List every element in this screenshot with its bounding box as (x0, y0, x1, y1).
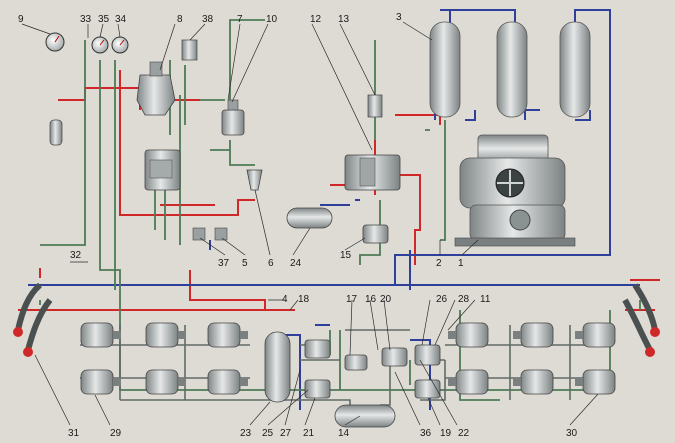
callout-13: 13 (338, 14, 350, 25)
callout-34: 34 (115, 14, 127, 25)
callout-1: 1 (458, 258, 464, 269)
callout-2: 2 (436, 258, 442, 269)
callout-numbers: 9 33 35 34 8 38 7 10 12 13 3 2 1 24 6 5 … (18, 12, 578, 439)
small-reservoir (49, 119, 63, 146)
valve-10 (221, 109, 245, 136)
air-tanks-3 (429, 21, 591, 118)
coupling-head-red-left-2 (23, 347, 33, 357)
callout-38: 38 (202, 14, 214, 25)
callout-14: 14 (338, 428, 350, 439)
callout-31: 31 (68, 428, 80, 439)
callout-32: 32 (70, 250, 82, 261)
receiver-24 (286, 207, 333, 229)
coupling-head-red-left (13, 327, 23, 337)
callout-8: 8 (177, 14, 183, 25)
brake-chambers (80, 322, 616, 395)
chamber-right-2 (513, 322, 554, 348)
receiver-14 (334, 404, 396, 428)
callout-3: 3 (396, 12, 402, 23)
chamber-left-3 (207, 322, 248, 348)
chamber-left-6 (207, 369, 248, 395)
callout-26: 26 (436, 294, 448, 305)
callout-20: 20 (380, 294, 392, 305)
chamber-left-5 (145, 369, 186, 395)
callout-9: 9 (18, 14, 24, 25)
chamber-left-1 (80, 322, 121, 348)
tank-23 (264, 331, 291, 403)
brake-valve-8 (136, 74, 176, 116)
air-tank-3 (559, 21, 591, 118)
valve-28 (414, 344, 441, 366)
callout-29: 29 (110, 428, 122, 439)
callout-28: 28 (458, 294, 470, 305)
chamber-left-4 (80, 369, 121, 395)
callout-24: 24 (290, 258, 302, 269)
compressor-unit (454, 134, 576, 247)
chamber-right-1 (448, 322, 489, 348)
callout-22: 22 (458, 428, 470, 439)
chamber-left-2 (145, 322, 186, 348)
callout-37: 37 (218, 258, 230, 269)
valve-38 (181, 39, 198, 61)
callout-7: 7 (237, 14, 243, 25)
air-tank-2 (496, 21, 528, 118)
callout-19: 19 (440, 428, 452, 439)
valve-5 (214, 227, 228, 241)
chamber-right-4 (448, 369, 489, 395)
air-tank-1 (429, 21, 461, 118)
chamber-right-3 (575, 322, 616, 348)
callout-23: 23 (240, 428, 252, 439)
valve-21 (304, 379, 331, 399)
callout-21: 21 (303, 428, 315, 439)
callout-11: 11 (480, 294, 491, 305)
chamber-right-5 (513, 369, 554, 395)
callout-25: 25 (262, 428, 274, 439)
callout-5: 5 (242, 258, 248, 269)
coupling-head-red-right (650, 327, 660, 337)
valve-15 (362, 224, 389, 244)
callout-15: 15 (340, 250, 352, 261)
callout-27: 27 (280, 428, 292, 439)
callout-10: 10 (266, 14, 278, 25)
callout-35: 35 (98, 14, 110, 25)
callout-6: 6 (268, 258, 274, 269)
coupling-head-red-right-2 (645, 347, 655, 357)
pressure-gauges (45, 32, 129, 54)
callout-4: 4 (282, 294, 288, 305)
callout-36: 36 (420, 428, 432, 439)
regulator-13 (367, 94, 383, 118)
valve-37 (192, 227, 206, 241)
callout-30: 30 (566, 428, 578, 439)
upper-valves (136, 39, 401, 241)
valve-20 (381, 347, 408, 367)
valve-25 (304, 339, 331, 359)
valve-17 (344, 354, 368, 371)
leader-lines (21, 21, 599, 426)
coupling-hoses-left (13, 282, 53, 357)
callout-18: 18 (298, 294, 310, 305)
callout-33: 33 (80, 14, 92, 25)
callout-12: 12 (310, 14, 322, 25)
chamber-right-6 (575, 369, 616, 395)
callout-16: 16 (365, 294, 377, 305)
separator-6 (246, 169, 263, 191)
coupling-hoses-right (622, 283, 660, 357)
callout-17: 17 (346, 294, 358, 305)
